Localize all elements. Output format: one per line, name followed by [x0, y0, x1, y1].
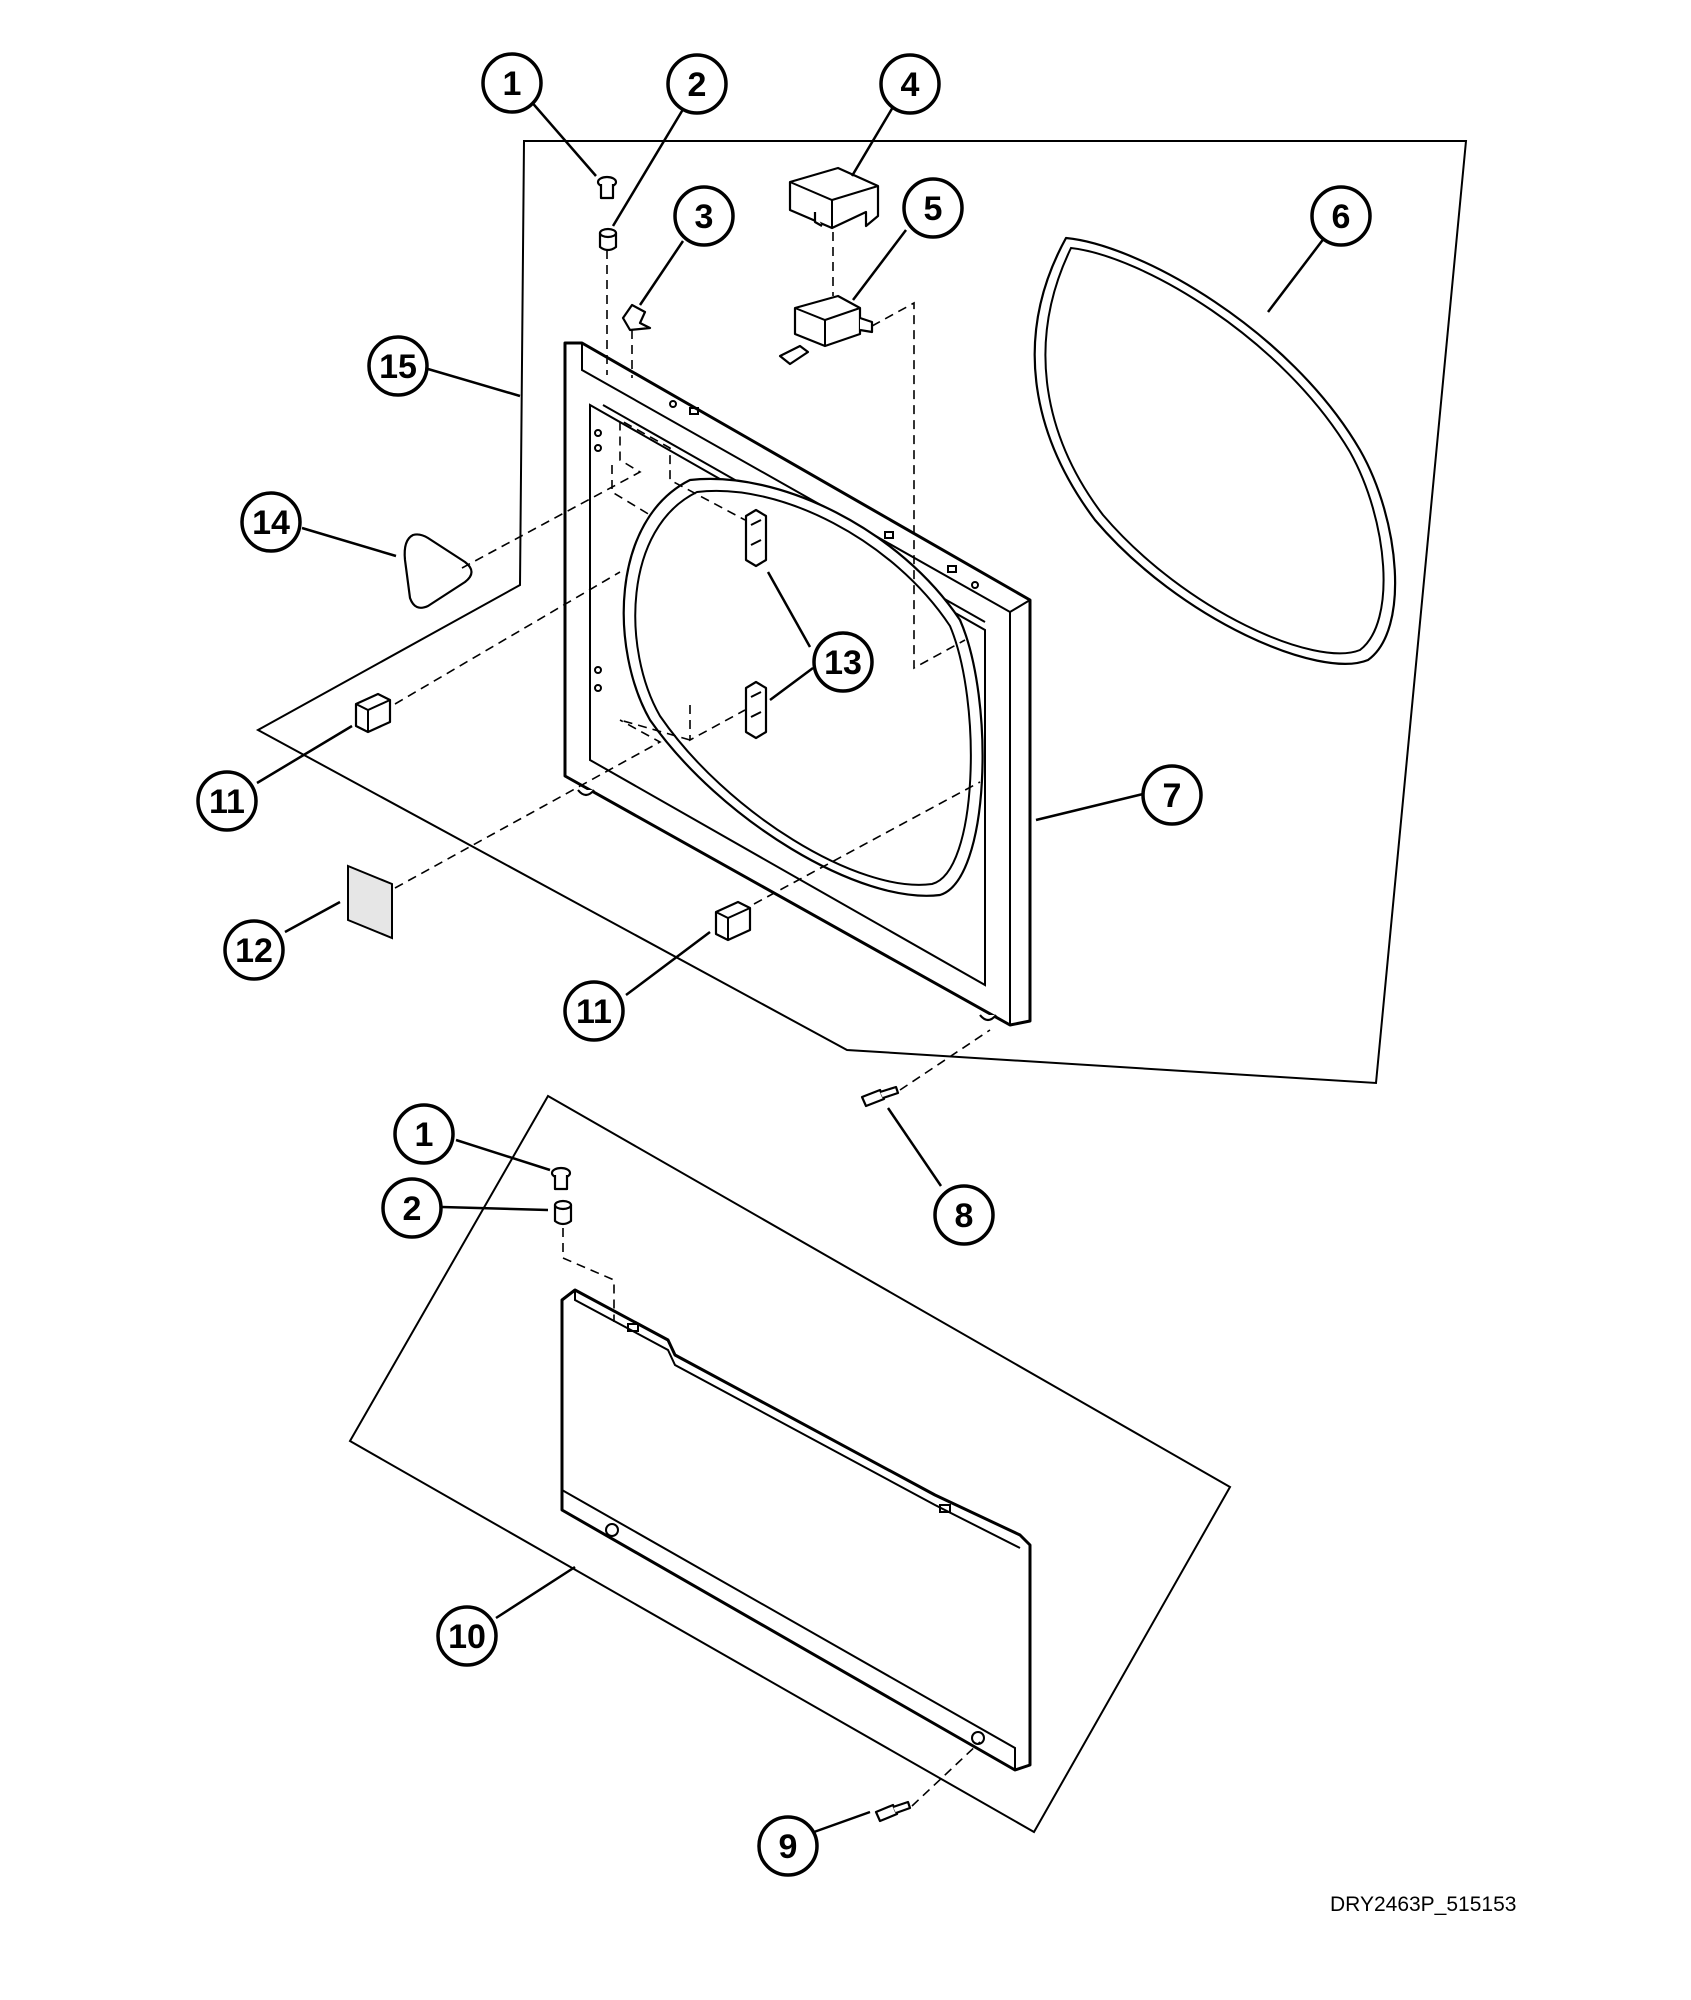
callout-11-right: 11	[563, 980, 625, 1042]
callout-leaders	[256, 98, 1329, 1834]
svg-text:13: 13	[824, 644, 862, 682]
svg-text:5: 5	[924, 190, 943, 228]
svg-text:9: 9	[779, 1828, 798, 1866]
svg-text:3: 3	[695, 198, 714, 236]
svg-text:8: 8	[955, 1197, 974, 1235]
svg-text:12: 12	[235, 932, 273, 970]
svg-text:2: 2	[403, 1190, 422, 1228]
lower-assembly-plane	[348, 1094, 1232, 1834]
drawing-reference-code: DRY2463P_515153	[1330, 1893, 1517, 1916]
screw-frame-bottom	[860, 1085, 900, 1108]
svg-text:7: 7	[1163, 777, 1182, 815]
callout-13: 13	[812, 631, 874, 693]
rating-label	[347, 864, 393, 940]
svg-text:1: 1	[503, 65, 522, 103]
callout-6: 6	[1310, 185, 1372, 247]
door-switch	[778, 294, 874, 366]
callout-2-lower: 2	[381, 1177, 443, 1239]
callout-4: 4	[879, 53, 941, 115]
callout-10: 10	[436, 1605, 498, 1667]
svg-text:10: 10	[448, 1618, 486, 1656]
door-strike-lower	[744, 680, 768, 740]
callout-8: 8	[933, 1184, 995, 1246]
callout-7: 7	[1141, 764, 1203, 826]
door-catch-right	[714, 900, 752, 942]
svg-text:15: 15	[379, 348, 417, 386]
callout-2-top: 2	[666, 53, 728, 115]
callout-15: 15	[367, 335, 429, 397]
svg-text:11: 11	[576, 993, 612, 1031]
door-strike-upper	[744, 508, 768, 568]
switch-cover	[788, 166, 880, 230]
upper-assembly-plane	[255, 140, 1468, 1085]
callout-5: 5	[902, 177, 964, 239]
door-catch-left	[354, 692, 392, 734]
svg-text:4: 4	[901, 66, 920, 104]
callout-14: 14	[240, 491, 302, 553]
spacer-top	[598, 227, 618, 252]
svg-text:2: 2	[688, 66, 707, 104]
screw-kick-panel	[874, 1800, 912, 1823]
svg-text:1: 1	[415, 1116, 434, 1154]
front-panel-frame	[563, 341, 1032, 1027]
callout-9: 9	[757, 1815, 819, 1877]
svg-text:11: 11	[209, 783, 245, 821]
screw-lower	[550, 1166, 572, 1191]
callout-12: 12	[223, 919, 285, 981]
callout-1-top: 1	[481, 52, 543, 114]
callout-11-left: 11	[196, 770, 258, 832]
svg-text:6: 6	[1332, 198, 1351, 236]
screw-top	[596, 175, 618, 200]
spacer-lower	[553, 1199, 573, 1226]
svg-text:14: 14	[252, 504, 290, 542]
logo-badge-triangle	[403, 533, 473, 609]
callout-3: 3	[673, 185, 735, 247]
callout-1-lower: 1	[393, 1103, 455, 1165]
door-clip	[621, 303, 652, 332]
door-seal-gasket	[1033, 236, 1397, 665]
kick-panel	[560, 1288, 1032, 1772]
assembly-guide-lines	[394, 232, 991, 1807]
